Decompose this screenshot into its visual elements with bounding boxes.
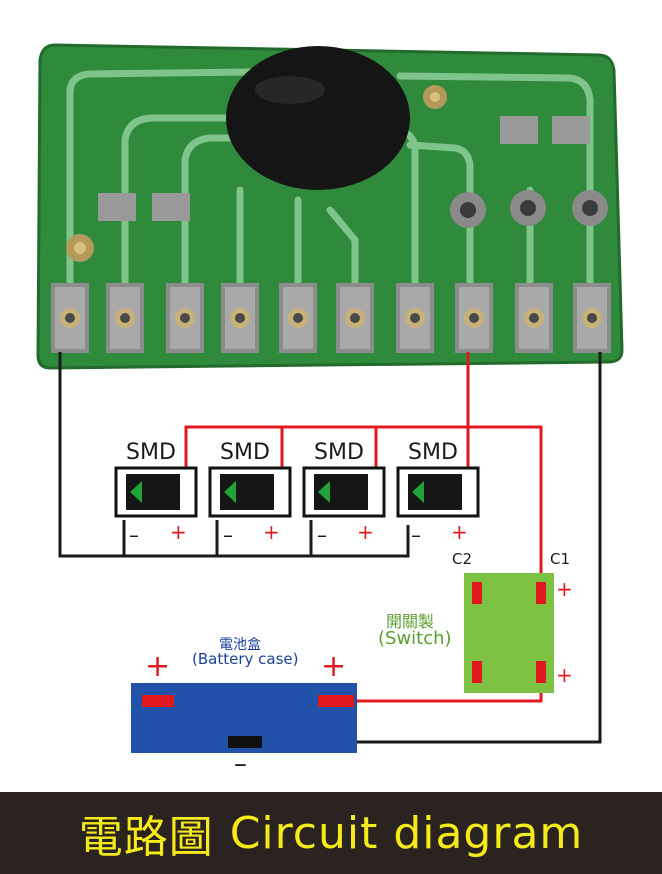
terminal-pad xyxy=(336,283,374,353)
smd-label: SMD xyxy=(314,440,364,465)
smd-led xyxy=(114,466,198,518)
plus-mark: + xyxy=(170,520,187,544)
battery-label-zh: 電池盒 xyxy=(219,637,261,653)
smd-leds xyxy=(114,466,480,518)
switch-c1-label: C1 xyxy=(550,550,571,568)
minus-mark: – xyxy=(129,523,139,547)
switch-label-en: (Switch) xyxy=(378,628,452,649)
terminal-pad xyxy=(51,283,89,353)
plus-mark: + xyxy=(357,520,374,544)
terminal-pad xyxy=(279,283,317,353)
battery-plus-mark: + xyxy=(145,649,171,684)
switch-contact xyxy=(472,661,482,683)
smd-label: SMD xyxy=(220,440,270,465)
pcb-board xyxy=(36,43,624,370)
battery-terminal-plus xyxy=(142,695,174,707)
pcb-traces xyxy=(66,68,594,299)
terminal-pad xyxy=(221,283,259,353)
battery-label-en: (Battery case) xyxy=(192,650,299,668)
plus-mark: + xyxy=(263,520,280,544)
battery-plus-mark: + xyxy=(321,649,347,684)
terminal-pad xyxy=(106,283,144,353)
switch-contact-c1 xyxy=(536,582,546,604)
footer-title-bar: 電路圖 Circuit diagram xyxy=(0,792,662,874)
terminal-pad xyxy=(515,283,553,353)
smd-led xyxy=(396,466,480,518)
smd-pad xyxy=(552,116,590,144)
battery-terminal-plus xyxy=(318,695,354,707)
minus-mark: – xyxy=(223,523,233,547)
title-en: Circuit diagram xyxy=(229,807,584,859)
switch-plus-mark: + xyxy=(556,663,573,687)
led-direction-icon xyxy=(412,481,424,503)
switch-label-zh: 開關製 xyxy=(386,612,435,631)
smd-pad xyxy=(152,193,190,221)
title-zh: 電路圖 xyxy=(78,812,214,863)
wire-ground xyxy=(58,352,410,558)
led-direction-icon xyxy=(130,481,142,503)
smd-led xyxy=(302,466,386,518)
plus-mark: + xyxy=(451,520,468,544)
terminal-pad xyxy=(166,283,204,353)
switch-c2-label: C2 xyxy=(452,550,473,568)
led-direction-icon xyxy=(224,481,236,503)
switch-contact-c2 xyxy=(472,582,482,604)
smd-label: SMD xyxy=(408,440,458,465)
smd-label: SMD xyxy=(126,440,176,465)
chip-blob xyxy=(226,46,410,190)
terminal-pad xyxy=(573,283,611,353)
switch-contact xyxy=(536,661,546,683)
pcb-terminal-pads xyxy=(51,283,611,353)
switch-plus-mark: + xyxy=(556,577,573,601)
switch xyxy=(464,573,554,693)
smd-pad xyxy=(500,116,538,144)
minus-mark: – xyxy=(317,523,327,547)
wire-led-positive xyxy=(184,425,543,588)
battery-terminal-minus xyxy=(228,736,262,748)
terminal-pad xyxy=(396,283,434,353)
pcb-vias xyxy=(66,85,608,262)
battery-minus-mark: – xyxy=(234,749,247,779)
led-direction-icon xyxy=(318,481,330,503)
smd-led xyxy=(208,466,292,518)
smd-pad xyxy=(98,193,136,221)
wire-battery-minus xyxy=(262,352,602,744)
terminal-pad xyxy=(455,283,493,353)
battery-case xyxy=(131,683,357,753)
minus-mark: – xyxy=(411,523,421,547)
